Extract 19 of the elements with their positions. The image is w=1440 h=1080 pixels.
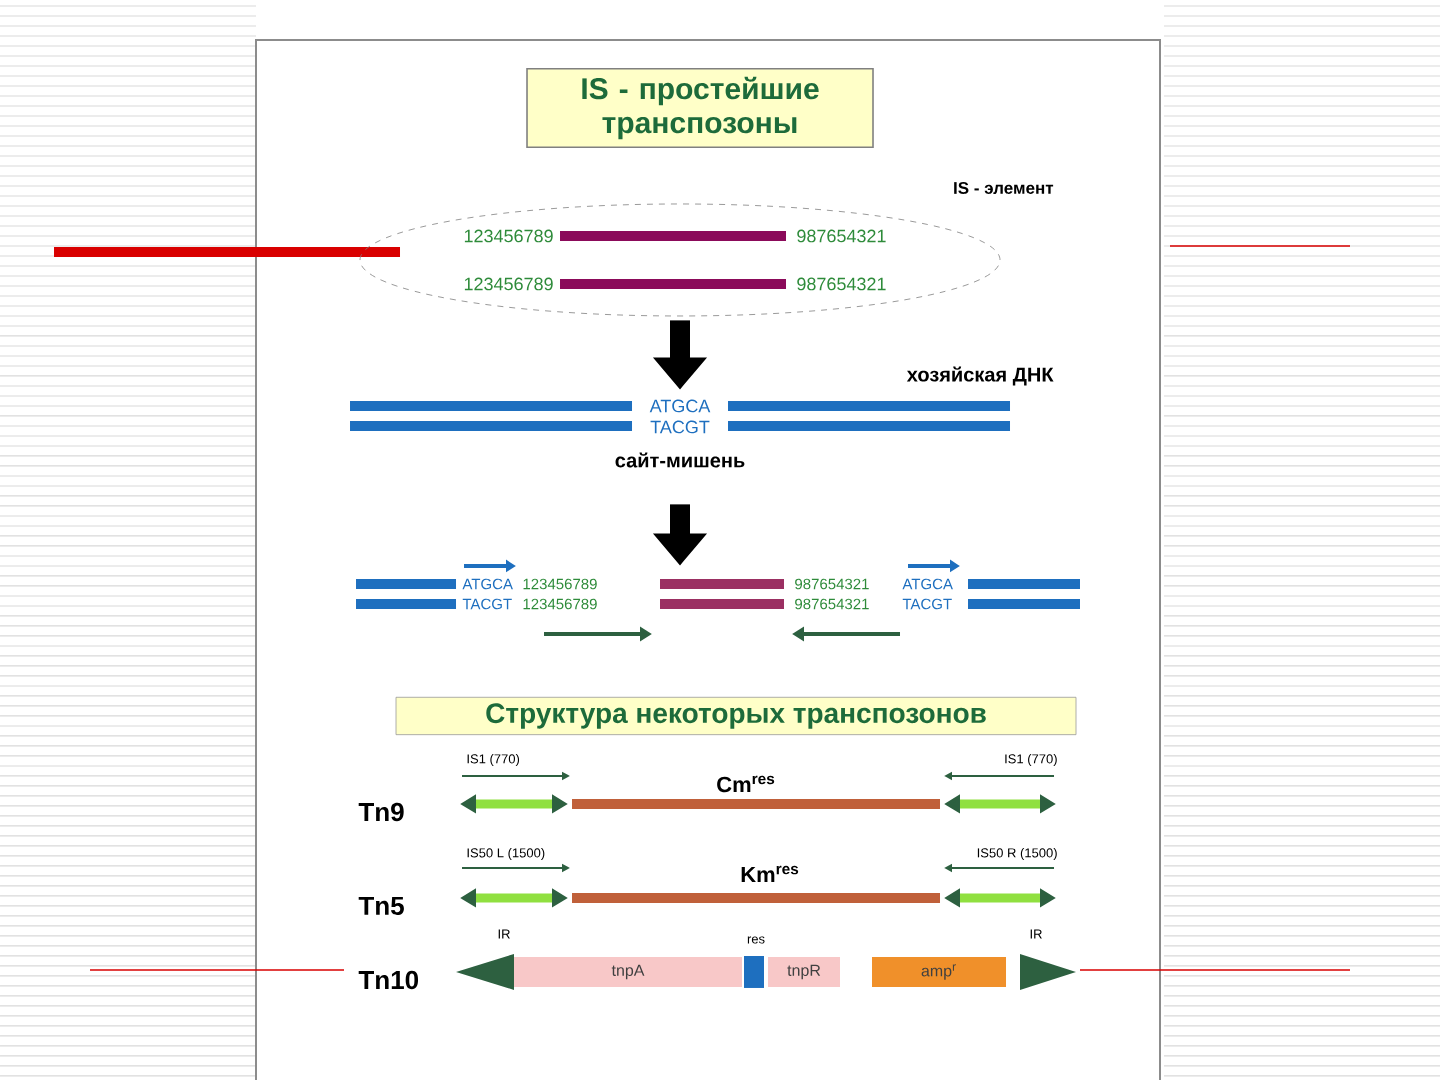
sequence-label: 987654321 (797, 277, 886, 291)
transposon-label: Tn5 (358, 896, 404, 916)
dna-label: хозяйская ДНК (906, 366, 1054, 386)
heading-box: Структура некоторых транспозонов (395, 696, 1077, 736)
transposon-label: Tn9 (358, 802, 404, 822)
gene-box: tnpA (514, 956, 742, 987)
sequence-label: 987654321 (797, 229, 886, 243)
gene-label: Km$^{res}$ (741, 865, 799, 883)
sequence-label: 123456789 (464, 277, 553, 291)
transposon-label: Tn10 (358, 970, 419, 990)
title-box: IS - простейшие транспозоны (526, 67, 874, 149)
sequence-label: 123456789 (464, 229, 553, 243)
dna-label: сайт-мишень (615, 452, 745, 468)
gene-box: amp$^{r}$ (872, 956, 1006, 987)
sequence-label: TACGT (650, 420, 710, 434)
sequence-label: ATGCA (649, 399, 711, 413)
gene-label: Cm$^{res}$ (717, 775, 775, 793)
gene-box: tnpR (768, 956, 840, 987)
element-label: IS - элемент (954, 181, 1054, 194)
